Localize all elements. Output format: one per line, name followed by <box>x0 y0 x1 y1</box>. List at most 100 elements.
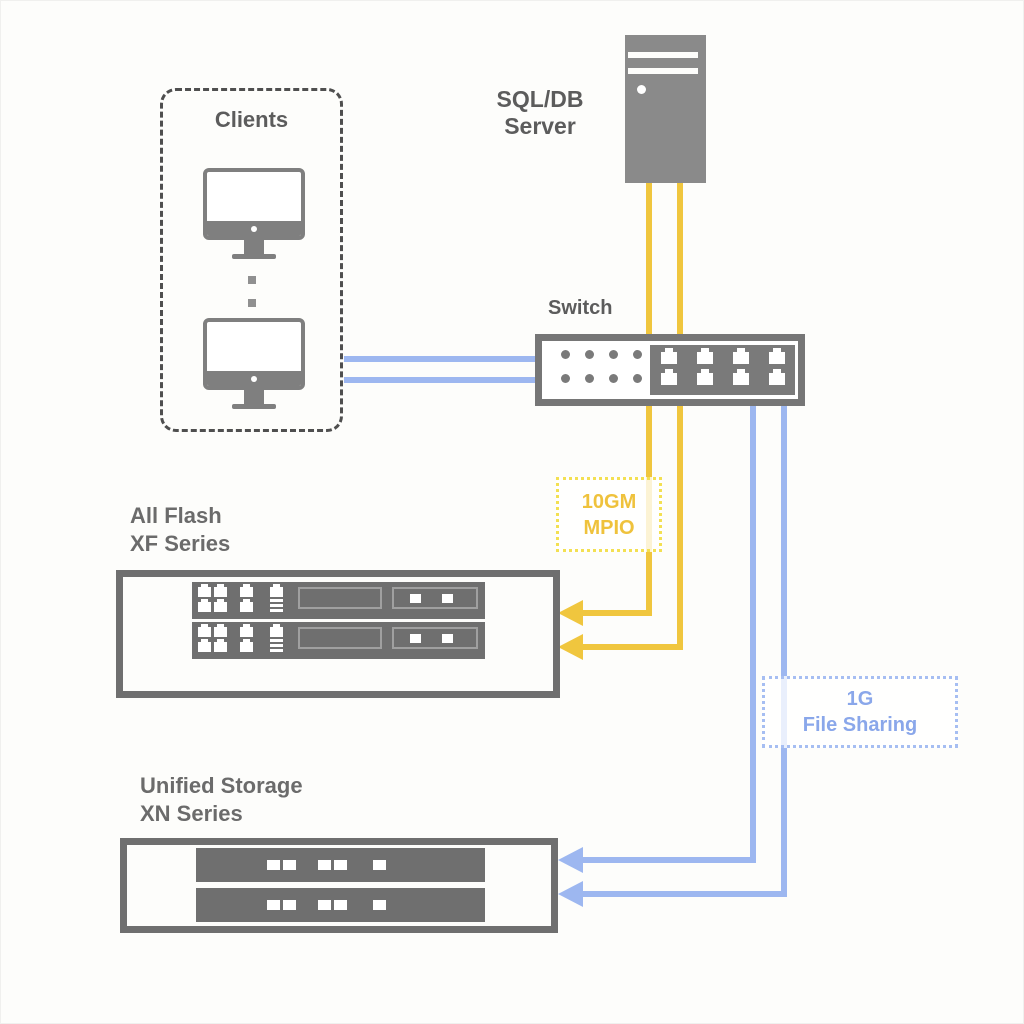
fs-line-2-horizontal <box>583 891 787 897</box>
client-monitor-icon <box>203 318 305 409</box>
edot-0 <box>248 276 256 284</box>
xport-0 <box>198 584 211 597</box>
xf-display-panel <box>298 587 382 609</box>
xsq-3 <box>334 860 347 870</box>
server-vent-stripe <box>628 68 698 74</box>
xf-port <box>270 624 283 637</box>
server-vent-stripe <box>628 52 698 58</box>
mpio-line-1-horizontal <box>583 610 652 616</box>
all-flash-label-line1: All Flash <box>130 503 222 528</box>
led-3 <box>633 350 642 359</box>
mpio-link-label: 10GM MPIO <box>556 477 662 552</box>
xport-1 <box>240 599 253 612</box>
server-tower-icon <box>625 35 706 183</box>
csq-0 <box>410 593 421 603</box>
monitor-base <box>232 254 276 259</box>
xsq-4 <box>373 900 386 910</box>
csq-1 <box>442 593 453 603</box>
all-flash-array-box <box>116 570 560 698</box>
port-2 <box>733 348 749 364</box>
fs-label-line2: File Sharing <box>802 714 918 736</box>
xsq-0 <box>267 900 280 910</box>
led-4 <box>561 374 570 383</box>
server-label-line1: SQL/DB <box>496 86 584 112</box>
xport-1 <box>214 624 227 637</box>
xsq-3 <box>334 900 347 910</box>
port-4 <box>661 369 677 385</box>
led-5 <box>585 374 594 383</box>
fs-line-1-vertical <box>750 406 756 863</box>
fs-line-1-horizontal <box>583 857 756 863</box>
bbar-0 <box>270 599 283 602</box>
bbar-2 <box>270 649 283 652</box>
mpio-line-2-vertical <box>677 406 683 650</box>
unified-storage-label-line1: Unified Storage <box>140 773 303 798</box>
xport-0 <box>198 624 211 637</box>
xport-0 <box>240 584 253 597</box>
xf-module-icon <box>270 624 283 652</box>
clients-group-box: Clients <box>160 88 343 432</box>
unified-storage-label: Unified Storage XN Series <box>140 772 303 828</box>
monitor-bezel <box>207 371 301 386</box>
mpio-line-1-server-segment <box>646 183 652 335</box>
bbar-2 <box>270 609 283 612</box>
led-0 <box>561 350 570 359</box>
xn-controller-unit <box>196 848 485 882</box>
xf-module-icon <box>270 584 283 612</box>
bbar-1 <box>270 604 283 607</box>
mpio-arrow-2-icon <box>558 634 583 660</box>
port-1 <box>697 348 713 364</box>
xport-3 <box>214 599 227 612</box>
xf-port-block-icon <box>198 584 227 612</box>
file-sharing-link-label: 1G File Sharing <box>762 676 958 748</box>
switch-icon <box>535 334 805 406</box>
csq-1 <box>442 633 453 643</box>
client-monitor-icon <box>203 168 305 259</box>
server-power-led <box>637 85 646 94</box>
xport-2 <box>198 599 211 612</box>
monitor-stand <box>244 240 264 254</box>
bbar-0 <box>270 639 283 642</box>
led-1 <box>585 350 594 359</box>
server-label: SQL/DB Server <box>455 86 625 140</box>
bbar-1 <box>270 644 283 647</box>
unified-storage-label-line2: XN Series <box>140 801 243 826</box>
mpio-label-line1: 10GM <box>581 490 637 513</box>
ellipsis-icon <box>248 276 256 307</box>
xsq-1 <box>283 860 296 870</box>
csq-0 <box>410 633 421 643</box>
monitor-camera-dot <box>251 375 257 382</box>
switch-label: Switch <box>548 297 613 319</box>
xf-port-column-icon <box>240 624 253 652</box>
fs-line-2-vertical <box>781 406 787 897</box>
xsq-2 <box>318 900 331 910</box>
edot-1 <box>248 299 256 307</box>
monitor-screen <box>203 318 305 390</box>
monitor-base <box>232 404 276 409</box>
xf-controller-unit <box>192 622 485 659</box>
mpio-line-2-horizontal <box>583 644 683 650</box>
switch-port-grid <box>661 348 795 385</box>
led-6 <box>609 374 618 383</box>
switch-port-panel <box>650 345 795 395</box>
port-5 <box>697 369 713 385</box>
mpio-arrow-1-icon <box>558 600 583 626</box>
port-3 <box>769 348 785 364</box>
led-2 <box>609 350 618 359</box>
xf-port-column-icon <box>240 584 253 612</box>
client-link-line-2 <box>344 377 536 383</box>
xf-port-block-icon <box>198 624 227 652</box>
all-flash-label: All Flash XF Series <box>130 502 230 558</box>
mpio-label-line2: MPIO <box>583 516 635 539</box>
port-0 <box>661 348 677 364</box>
port-6 <box>733 369 749 385</box>
xport-1 <box>214 584 227 597</box>
client-link-line-1 <box>344 356 536 362</box>
monitor-stand <box>244 390 264 404</box>
xn-controller-unit <box>196 888 485 922</box>
xport-3 <box>214 639 227 652</box>
xf-port <box>270 584 283 597</box>
xsq-1 <box>283 900 296 910</box>
led-7 <box>633 374 642 383</box>
